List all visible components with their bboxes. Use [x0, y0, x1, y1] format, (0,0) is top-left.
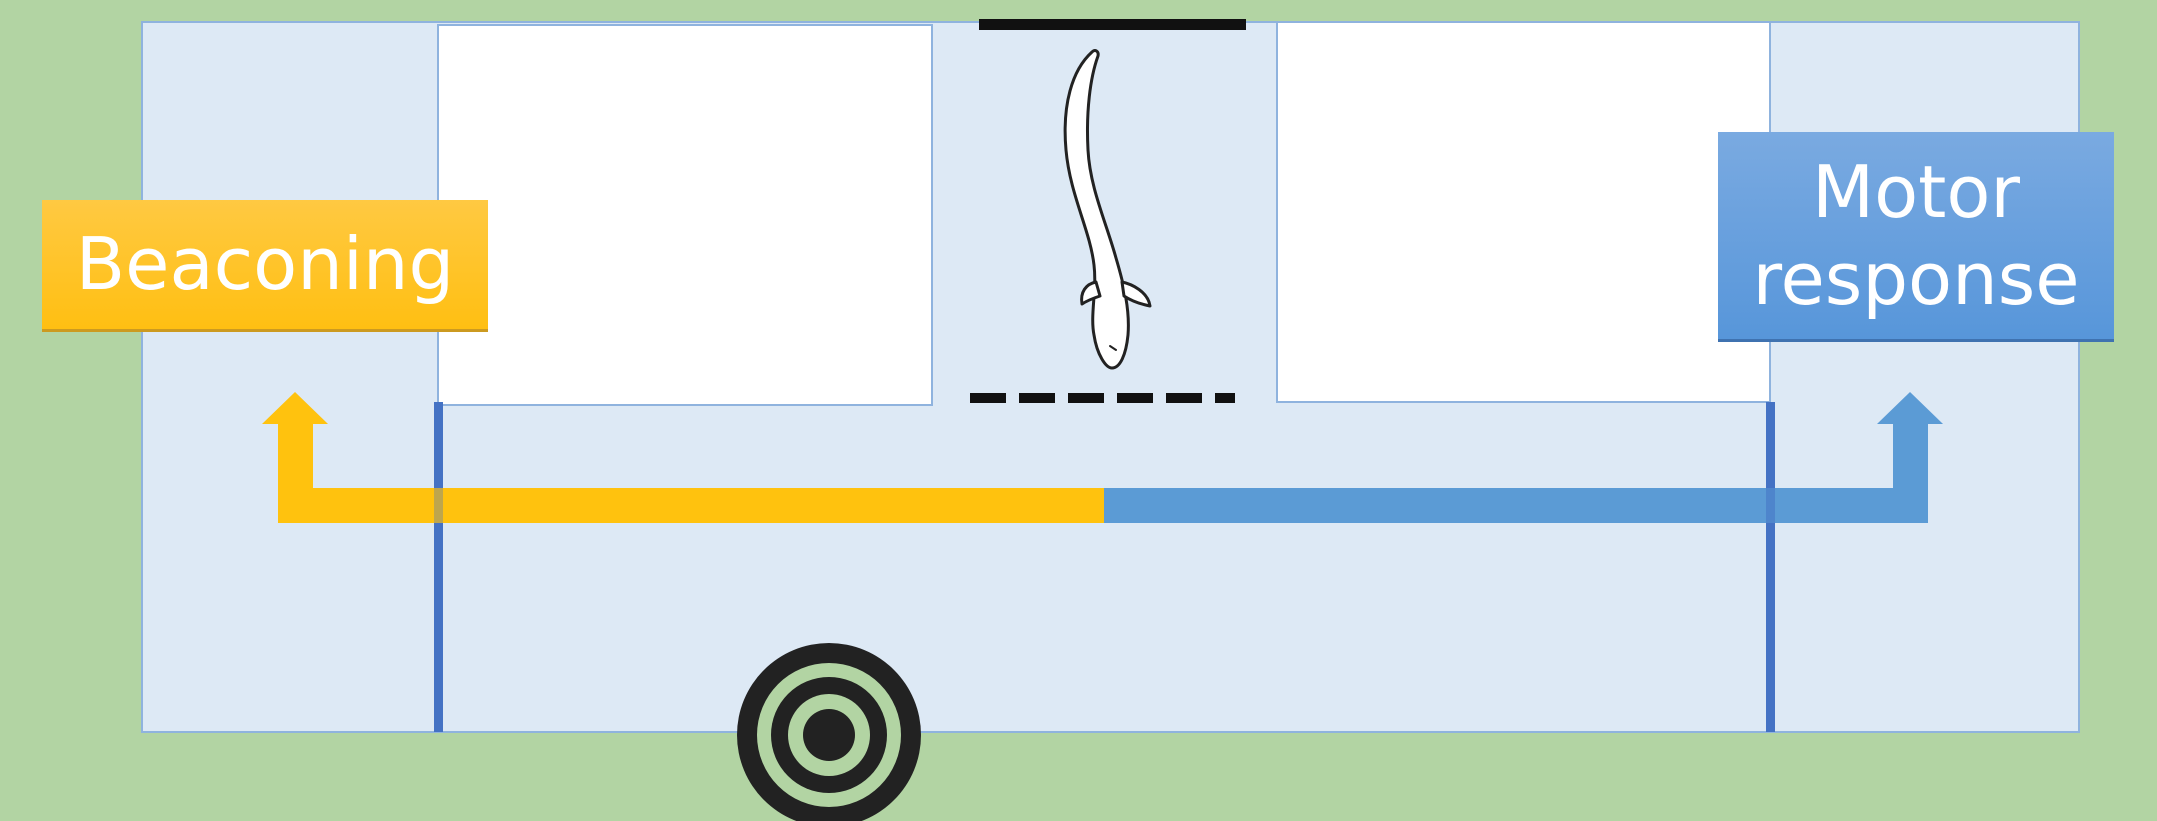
left-divider-line: [434, 402, 443, 732]
arena: [142, 22, 2079, 732]
motor-response-label-box: Motor response: [1718, 132, 2114, 342]
beaconing-label: Beaconing: [76, 221, 454, 307]
left-divider-overlay: [434, 488, 443, 523]
right-compartment: [1277, 22, 1770, 402]
motor-response-label-line2: response: [1752, 236, 2079, 322]
bullseye-target-icon: [737, 643, 921, 821]
right-divider-line: [1766, 402, 1775, 732]
left-compartment: [438, 25, 932, 405]
right-divider-overlay: [1766, 488, 1775, 523]
solid-barrier-line: [979, 19, 1246, 30]
motor-response-label-line1: Motor: [1812, 149, 2020, 235]
beaconing-label-box: Beaconing: [42, 200, 488, 332]
